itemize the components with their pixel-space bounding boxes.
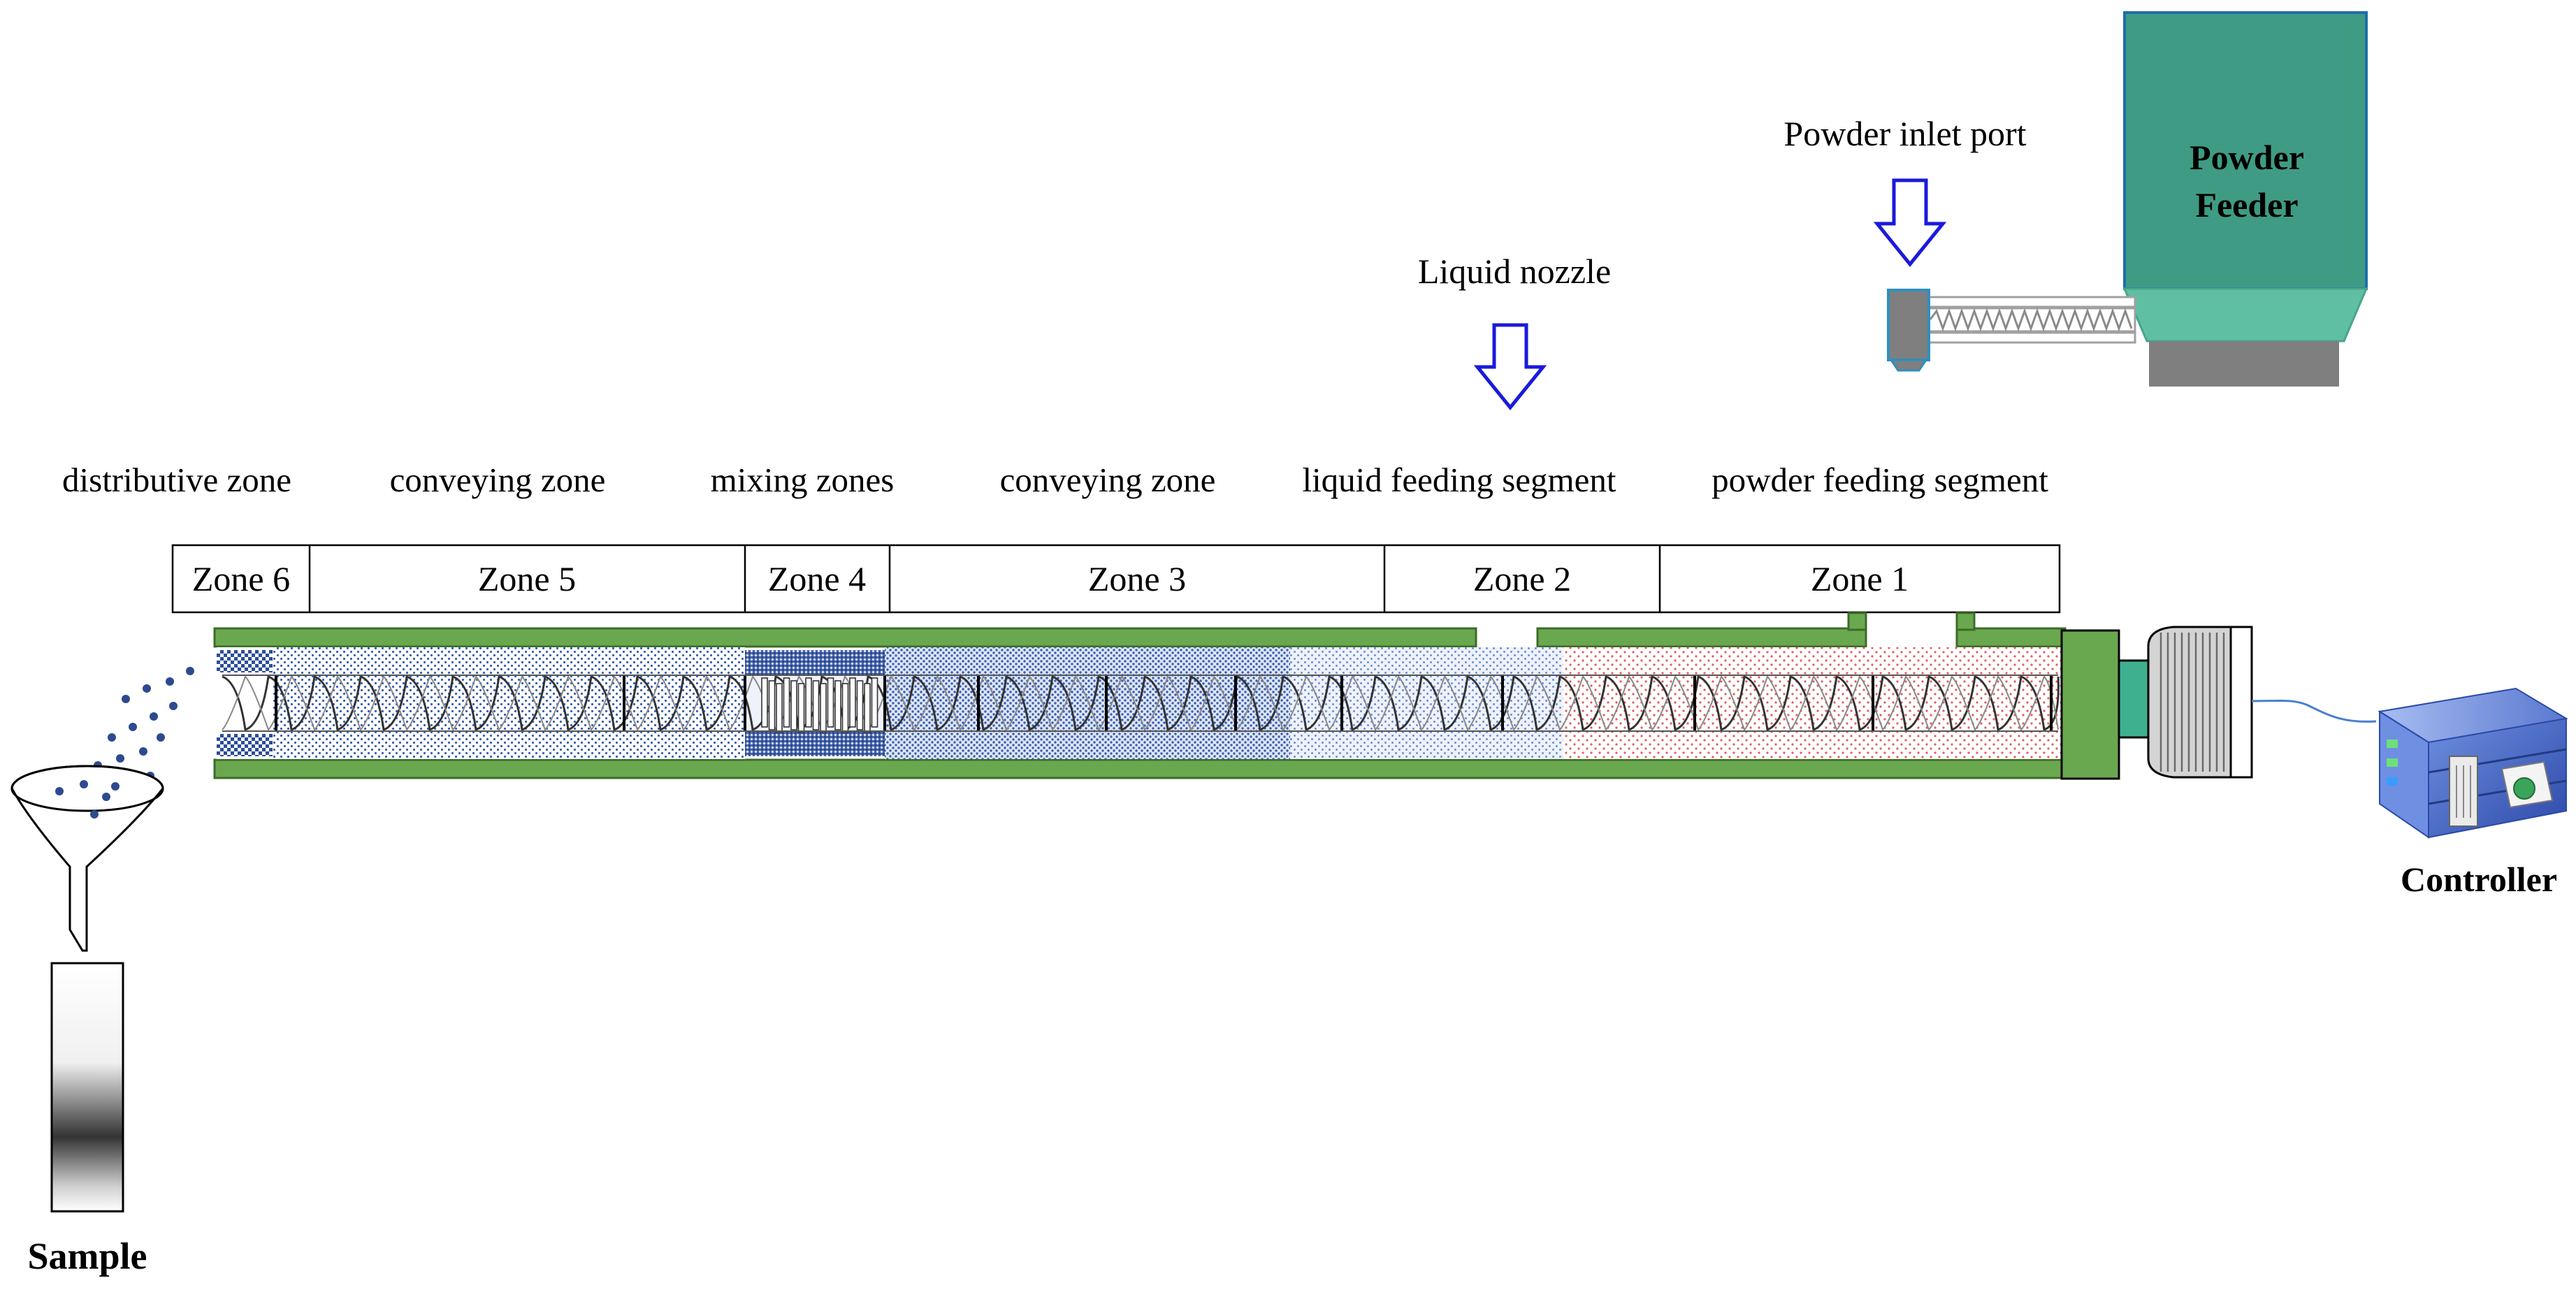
controller-label: Controller <box>2401 860 2557 899</box>
sample-label: Sample <box>27 1235 147 1277</box>
feeder-screw <box>1887 289 2136 372</box>
screw-element-separators <box>275 675 2053 731</box>
zone-label: Zone 3 <box>1088 559 1186 598</box>
kneading-block <box>761 677 878 733</box>
powder-port-flange <box>1847 612 1867 631</box>
zone-label: Zone 6 <box>192 559 290 598</box>
powder-inlet-nozzle <box>1887 289 1930 361</box>
function-label: distributive zone <box>62 461 291 499</box>
controller-cable <box>2251 699 2377 723</box>
zone-label: Zone 1 <box>1811 559 1909 598</box>
zone-label: Zone 2 <box>1473 559 1571 598</box>
feeder-base <box>2122 287 2368 342</box>
zone3-material <box>885 647 1290 759</box>
zone2-material <box>1290 647 1563 759</box>
server-icon <box>2378 687 2568 839</box>
powder-port-flange <box>1955 612 1976 631</box>
funnel-icon <box>10 765 164 952</box>
gearbox-block <box>2060 629 2120 780</box>
barrel-top-wall <box>1536 627 1867 648</box>
motor-icon <box>2060 626 2253 780</box>
zone1-material <box>1563 647 2062 759</box>
zone4-material <box>745 650 885 675</box>
function-label: conveying zone <box>1000 461 1216 499</box>
barrel-top-wall <box>1955 627 2067 648</box>
extruder-barrel <box>213 612 2067 779</box>
function-label: mixing zones <box>711 461 895 499</box>
zone-label: Zone 5 <box>478 559 576 598</box>
zone-boxes: Zone 6 Zone 5 Zone 4 Zone 3 Zone 2 Zone … <box>171 544 2061 614</box>
down-arrow-icon <box>1473 323 1547 410</box>
zone-label: Zone 4 <box>768 559 866 598</box>
powder-feeder: Powder Feeder <box>2122 11 2368 387</box>
function-label: conveying zone <box>390 461 606 499</box>
twin-screw <box>222 675 2060 732</box>
down-arrow-icon <box>1873 178 1947 267</box>
test-tube-icon <box>50 962 124 1213</box>
powder-inlet-label: Powder inlet port <box>1783 114 2026 153</box>
feeder-stand <box>2149 341 2339 387</box>
feeder-hopper <box>2123 11 2368 290</box>
coupling <box>2118 659 2150 739</box>
barrel-top-wall <box>213 627 1477 648</box>
barrel-bottom-wall <box>213 758 2067 779</box>
function-labels: distributive zone conveying zone mixing … <box>62 461 2048 499</box>
feeder-label-line1: Powder <box>2190 138 2304 177</box>
function-label: powder feeding segment <box>1712 461 2048 499</box>
status-globe-icon <box>2513 777 2535 800</box>
liquid-nozzle-label: Liquid nozzle <box>1418 252 1611 291</box>
function-label: liquid feeding segment <box>1302 461 1616 499</box>
feeder-label-line2: Feeder <box>2195 185 2298 224</box>
